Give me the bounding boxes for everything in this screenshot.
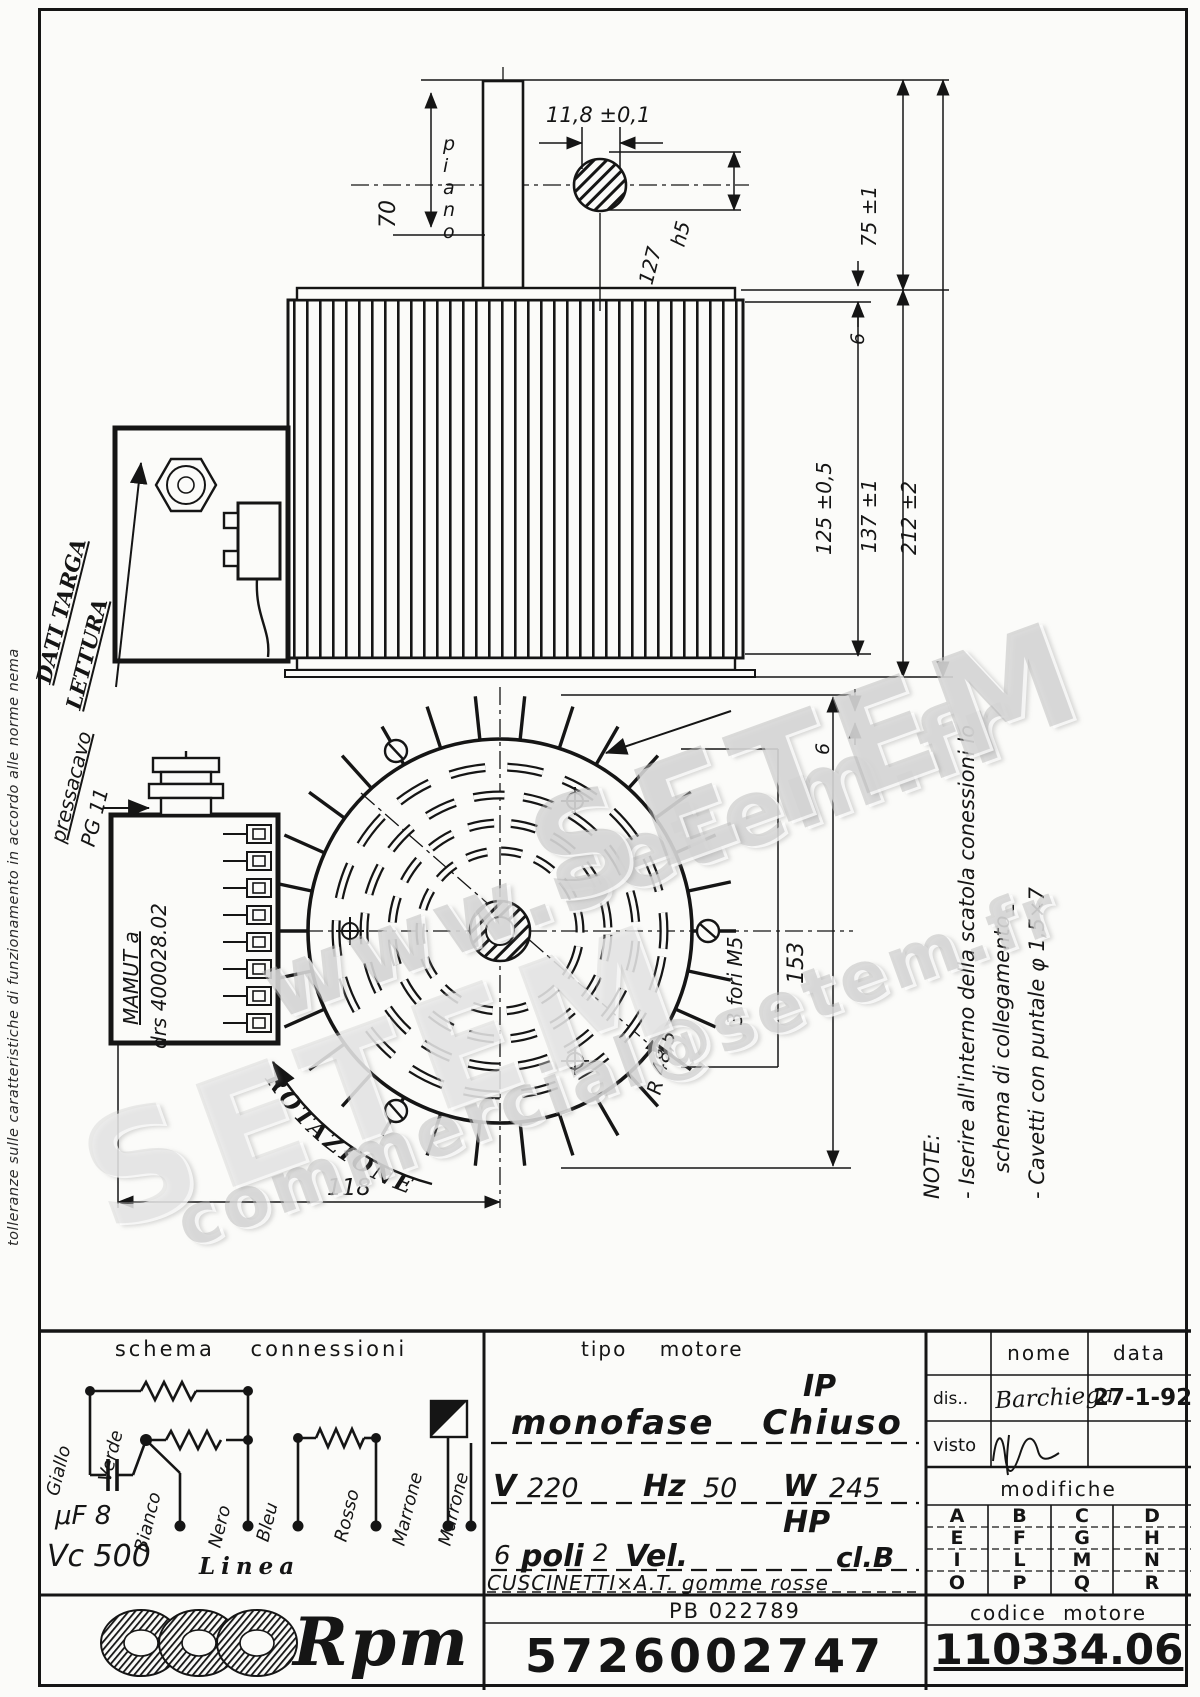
codice-motore-value: 110334.06 — [933, 1625, 1184, 1674]
note-title: NOTE: — [920, 1133, 944, 1199]
shaft — [481, 79, 525, 290]
dati-targa-arrow — [115, 461, 148, 688]
capacitor-uf: μF 8 — [55, 1501, 112, 1531]
hex-nut-circle — [166, 465, 206, 505]
codice-motore-label: codice motore — [969, 1601, 1148, 1625]
col-header-nome: nome — [1007, 1341, 1072, 1365]
dimension-lines-upper — [393, 79, 953, 745]
modifiche-cell: M — [1072, 1549, 1092, 1571]
tipo-motore-header: tipo motore — [581, 1337, 744, 1361]
motor-base-strip — [284, 669, 756, 678]
modifiche-cell: Q — [1073, 1572, 1091, 1594]
m5-holes — [336, 787, 589, 1075]
dim-212: 212 ±2 — [897, 480, 921, 555]
modifiche-cell: I — [953, 1549, 961, 1571]
modifiche-cell: O — [948, 1572, 966, 1594]
modifiche-cell: E — [950, 1527, 964, 1549]
motor-ip: IP — [803, 1369, 837, 1404]
dim-70: 70 — [376, 200, 401, 228]
label-mamut: MAMUT a — [119, 931, 143, 1025]
hp-label: HP — [783, 1505, 831, 1540]
vel-label: Vel. — [625, 1539, 689, 1574]
pb-code: PB 022789 — [669, 1599, 801, 1623]
dim-118: 118 — [327, 1175, 371, 1201]
plug-prong — [222, 549, 240, 568]
schema-connessioni-title: schema connessioni — [114, 1337, 408, 1361]
modifiche-cell: P — [1012, 1572, 1027, 1594]
side-tolerance-note: tolleranze sulle caratteristiche di funz… — [6, 648, 22, 1246]
modifiche-cell: L — [1013, 1549, 1026, 1571]
grille-rings — [331, 762, 669, 1100]
row-label-visto: visto — [933, 1435, 977, 1456]
modifiche-cell: B — [1012, 1505, 1027, 1527]
bearings-note: CUSCINETTI×A.T. gomme rosse — [487, 1571, 829, 1595]
label-linea: Linea — [199, 1553, 301, 1580]
motor-type: monofase Chiuso — [511, 1403, 903, 1443]
label-piano: piano — [443, 133, 456, 243]
poli-label: poli — [521, 1539, 584, 1574]
dim-125: 125 ±0,5 — [812, 461, 836, 555]
modifiche-cell: C — [1075, 1505, 1089, 1527]
volt-value: 220 — [527, 1473, 579, 1504]
modifiche-header: modifiche — [1000, 1477, 1117, 1501]
hz-label: Hz — [643, 1469, 686, 1504]
label-3-fori-m5: 3 fori M5 — [723, 936, 747, 1025]
dim-153: 153 — [784, 942, 809, 984]
watt-label: W — [783, 1469, 817, 1504]
titleblock-lines — [41, 1329, 1191, 1690]
watt-value: 245 — [829, 1473, 881, 1504]
section-dims — [539, 127, 741, 211]
note-line-1: - Iserire all'interno della scatola cone… — [955, 724, 979, 1199]
dim-137: 137 ±1 — [857, 478, 881, 553]
rotation-arrow-arc — [271, 1060, 433, 1186]
motor-top-cap — [295, 286, 737, 302]
modifiche-cell: A — [949, 1505, 965, 1527]
dim-6-top: 6 — [847, 332, 869, 345]
motor-technical-drawing: ROTAZIONE — [41, 67, 1191, 1690]
modifiche-cell: G — [1074, 1527, 1090, 1549]
mamut-teeth — [223, 824, 272, 1033]
rpm-logo-coils — [100, 1609, 298, 1677]
class-label: cl.B — [836, 1541, 895, 1574]
cable-gland — [147, 751, 225, 817]
schematic-nodes — [85, 1386, 477, 1532]
modifiche-cell: H — [1144, 1527, 1160, 1549]
fan-shroud — [306, 737, 694, 1125]
plug-prong — [222, 511, 240, 530]
motor-body-fins — [286, 298, 745, 660]
serial-number: 5726002747 — [524, 1629, 886, 1683]
label-mamut-code: drs 400028.02 — [147, 903, 171, 1049]
motor-bottom-cap — [295, 656, 737, 672]
modifiche-grid: A B C D E F G H I L M N O P Q R — [926, 1505, 1191, 1595]
dimension-lines-lower — [117, 694, 851, 1209]
shaft-hole — [485, 916, 515, 946]
plug-body — [236, 501, 282, 581]
note-line-3: - Cavetti con puntale φ 1,5×7 — [1025, 887, 1049, 1199]
plug-wire — [255, 578, 270, 658]
volt-label: V — [493, 1469, 517, 1504]
dis-date: 27-1-92 — [1093, 1385, 1193, 1411]
hz-value: 50 — [703, 1473, 738, 1504]
modifiche-cell: D — [1144, 1505, 1160, 1527]
col-header-data: data — [1112, 1341, 1167, 1365]
dim-75: 75 ±1 — [857, 185, 881, 247]
row-label-dis: dis.. — [933, 1389, 969, 1409]
modifiche-cell: N — [1144, 1549, 1160, 1571]
dim-key-width: 11,8 ±0,1 — [546, 103, 651, 127]
poli-count: 6 — [494, 1541, 511, 1571]
rpm-logo-text: Rpm — [293, 1603, 470, 1681]
note-block: NOTE: - Iserire all'interno della scatol… — [915, 694, 1055, 1199]
modifiche-cell: F — [1013, 1527, 1026, 1549]
visto-signature — [992, 1434, 1060, 1476]
drawing-frame: ROTAZIONE — [31, 8, 1192, 1690]
vel-count: 2 — [593, 1539, 609, 1567]
dim-6-bottom: 6 — [812, 742, 834, 755]
rim-screws — [383, 738, 721, 1124]
shaft-section — [572, 157, 628, 213]
modifiche-cell: R — [1144, 1572, 1160, 1594]
note-line-2: schema di collegamento_ — [990, 904, 1014, 1173]
capacitor-vc: Vc 500 — [47, 1539, 151, 1574]
